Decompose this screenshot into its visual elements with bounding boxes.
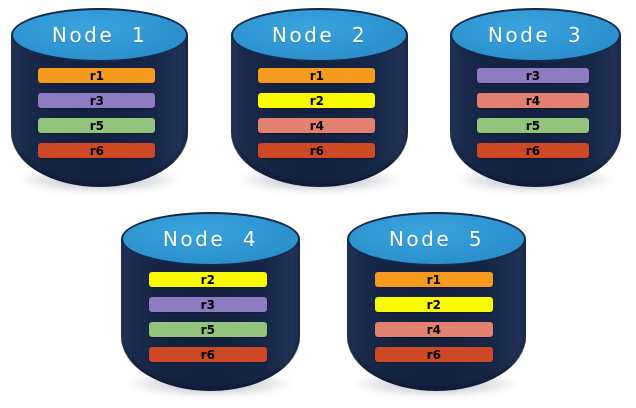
shard-bar[interactable]: r2	[374, 297, 493, 312]
node-cylinder-1[interactable]: Node 1 r1 r3 r5 r6	[11, 8, 188, 193]
shard-bar[interactable]: r5	[476, 118, 590, 133]
cylinder-top-disc	[231, 8, 408, 62]
node-cylinder-4[interactable]: Node 4 r2 r3 r5 r6	[121, 212, 300, 397]
shard-list: r1 r3 r5 r6	[11, 8, 188, 186]
shard-list: r1 r2 r4 r6	[231, 8, 408, 186]
shard-bar[interactable]: r5	[38, 118, 156, 133]
shard-bar[interactable]: r1	[374, 272, 493, 287]
node-label: Node 5	[388, 227, 485, 251]
shard-bar[interactable]: r2	[258, 93, 376, 108]
node-cylinder-3[interactable]: Node 3 r3 r4 r5 r6	[450, 8, 621, 193]
shard-bar[interactable]: r2	[148, 272, 267, 287]
shard-bar[interactable]: r6	[258, 143, 376, 158]
shard-bar[interactable]: r4	[476, 93, 590, 108]
cylinder-top-disc	[11, 8, 188, 62]
node-label: Node 2	[271, 23, 368, 47]
shard-bar[interactable]: r6	[38, 143, 156, 158]
node-label: Node 4	[162, 227, 259, 251]
node-cylinder-2[interactable]: Node 2 r1 r2 r4 r6	[231, 8, 408, 193]
shard-list: r2 r3 r5 r6	[121, 212, 300, 390]
shard-bar[interactable]: r3	[476, 68, 590, 83]
shard-bar[interactable]: r4	[374, 322, 493, 337]
shard-bar[interactable]: r4	[258, 118, 376, 133]
shard-bar[interactable]: r5	[148, 322, 267, 337]
shard-bar[interactable]: r1	[258, 68, 376, 83]
shard-bar[interactable]: r6	[148, 347, 267, 362]
node-cylinder-5[interactable]: Node 5 r1 r2 r4 r6	[347, 212, 526, 397]
cylinder-top-disc	[450, 8, 621, 62]
shard-bar[interactable]: r6	[374, 347, 493, 362]
shard-bar[interactable]: r6	[476, 143, 590, 158]
shard-bar[interactable]: r3	[148, 297, 267, 312]
node-label: Node 3	[487, 23, 584, 47]
cylinder-top-disc	[121, 212, 300, 266]
shard-bar[interactable]: r3	[38, 93, 156, 108]
cylinder-top-disc	[347, 212, 526, 266]
shard-list: r3 r4 r5 r6	[450, 8, 621, 186]
shard-bar[interactable]: r1	[38, 68, 156, 83]
node-label: Node 1	[51, 23, 148, 47]
shard-list: r1 r2 r4 r6	[347, 212, 526, 390]
